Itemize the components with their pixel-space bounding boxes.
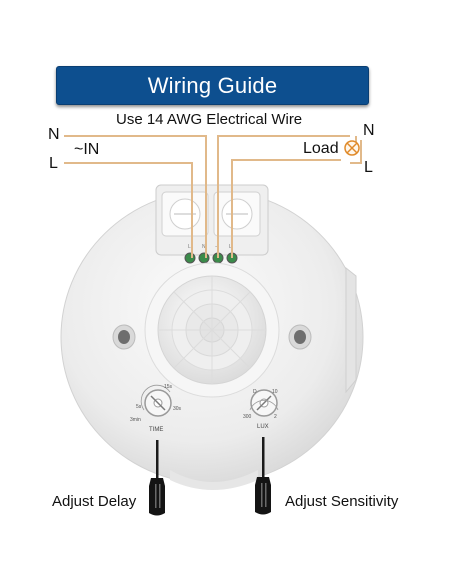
wire-neutral-right <box>217 135 350 258</box>
left-neutral-label: N <box>48 126 60 143</box>
adjust-delay-label: Adjust Delay <box>52 493 137 510</box>
mount-clip-right <box>345 266 357 394</box>
lamp-icon <box>344 140 360 156</box>
left-live-label: L <box>49 155 58 172</box>
time-knob-caption: TIME <box>149 427 163 433</box>
lux-knob-low-label: 300 <box>243 414 252 420</box>
screwdriver-right-icon <box>255 437 271 515</box>
lux-knob[interactable] <box>249 389 279 417</box>
wire-neutral-left <box>64 135 207 258</box>
right-load-label: Load <box>303 140 339 157</box>
time-knob-mid-label: 5s <box>136 404 142 410</box>
wire-live-left <box>64 162 193 258</box>
adjust-sensitivity-label: Adjust Sensitivity <box>285 493 399 510</box>
time-knob-max-label: 30s <box>173 406 182 412</box>
mount-hole-right <box>288 324 312 350</box>
terminal-label-load-b: L' <box>229 244 233 250</box>
banner-title: Wiring Guide <box>147 72 278 98</box>
lux-knob-min-label: D <box>253 389 257 395</box>
lux-knob-high-label: 2 <box>274 414 277 420</box>
right-neutral-label: N <box>363 122 375 139</box>
time-knob-extra-label: 15s <box>164 384 173 390</box>
terminal-label-live: L <box>188 244 191 250</box>
title-banner: Wiring Guide <box>56 66 369 105</box>
screwdriver-left-icon <box>149 440 165 516</box>
mount-hole-left <box>112 324 136 350</box>
lux-knob-caption: LUX <box>257 424 269 430</box>
wire-lamp-return <box>350 140 362 164</box>
lux-knob-max-label: 10 <box>272 389 278 395</box>
wire-note: Use 14 AWG Electrical Wire <box>116 111 303 128</box>
sensor-base-edge <box>170 470 258 490</box>
right-live-label: L <box>364 159 373 176</box>
time-knob-min-label: 3min <box>130 417 141 423</box>
pir-lens <box>144 262 280 398</box>
wire-load-right <box>231 159 341 258</box>
left-input-label: ~IN <box>74 141 100 158</box>
terminal-block <box>155 184 269 256</box>
wires <box>64 135 362 258</box>
time-knob[interactable] <box>140 384 172 417</box>
terminal-label-neutral: N <box>202 244 206 250</box>
terminal-screws <box>184 252 238 264</box>
